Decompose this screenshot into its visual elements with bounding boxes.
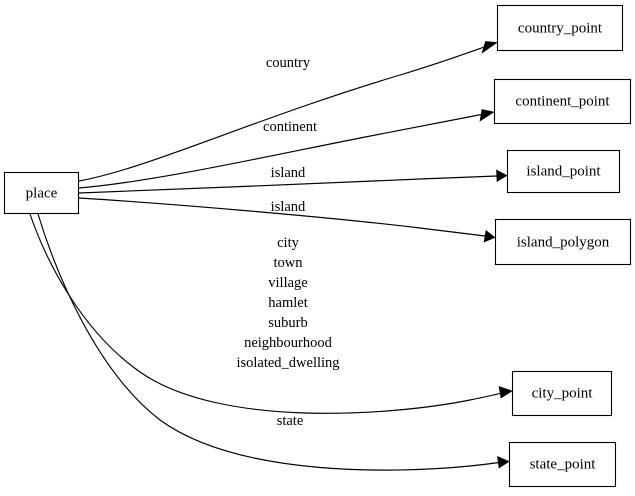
node-island-point-label: island_point [526, 163, 601, 179]
node-state-point[interactable]: state_point [508, 441, 617, 488]
node-country-point-label: country_point [518, 20, 603, 36]
edge-place-to-city-point[interactable] [29, 213, 513, 414]
node-place[interactable]: place [3, 171, 80, 215]
edge-label-continent: continent [263, 119, 317, 135]
edge-path-state [37, 213, 500, 471]
edge-place-to-state-point[interactable] [37, 213, 510, 471]
edge-path-city [29, 213, 503, 414]
node-island-polygon-label: island_polygon [517, 234, 610, 250]
edge-label-city-line-3: village [268, 275, 307, 291]
edge-label-city-line-2: town [274, 255, 304, 271]
arrow-head-country [481, 41, 498, 54]
node-city-point[interactable]: city_point [511, 370, 613, 417]
arrow-head-city [498, 386, 513, 399]
node-country-point[interactable]: country_point [496, 4, 624, 52]
edge-path-island-point [78, 175, 498, 194]
edge-label-city-line-1: city [277, 235, 299, 251]
node-city-point-label: city_point [532, 385, 594, 401]
edge-label-state: state [277, 413, 304, 429]
edge-path-island-polygon [78, 197, 486, 237]
node-state-point-label: state_point [530, 456, 597, 472]
node-place-label: place [26, 185, 58, 201]
edge-place-to-continent-point[interactable] [78, 109, 495, 189]
edge-label-island-point: island [271, 165, 306, 181]
edge-label-city-line-6: neighbourhood [244, 335, 333, 351]
arrow-head-island-point [496, 169, 508, 183]
edge-label-country: country [266, 55, 311, 71]
edge-place-to-island-polygon[interactable] [78, 197, 496, 243]
node-island-point[interactable]: island_point [506, 149, 621, 194]
edge-label-city-line-7: isolated_dwelling [236, 355, 339, 371]
edge-path-continent [78, 113, 485, 189]
edge-path-country [78, 45, 488, 182]
edge-label-city-line-4: hamlet [268, 295, 307, 311]
arrow-head-state [497, 456, 510, 469]
node-continent-point-label: continent_point [515, 93, 610, 109]
edge-label-city-group: city town village hamlet suburb neighbou… [236, 235, 339, 371]
edge-label-city-line-5: suburb [268, 315, 307, 331]
edge-label-island-polygon: island [271, 199, 306, 215]
arrow-head-island-polygon [483, 229, 496, 243]
node-continent-point[interactable]: continent_point [493, 78, 632, 125]
node-island-polygon[interactable]: island_polygon [494, 218, 632, 266]
edge-place-to-country-point[interactable] [78, 41, 498, 182]
arrow-head-continent [479, 109, 495, 122]
edge-place-to-island-point[interactable] [78, 169, 508, 194]
